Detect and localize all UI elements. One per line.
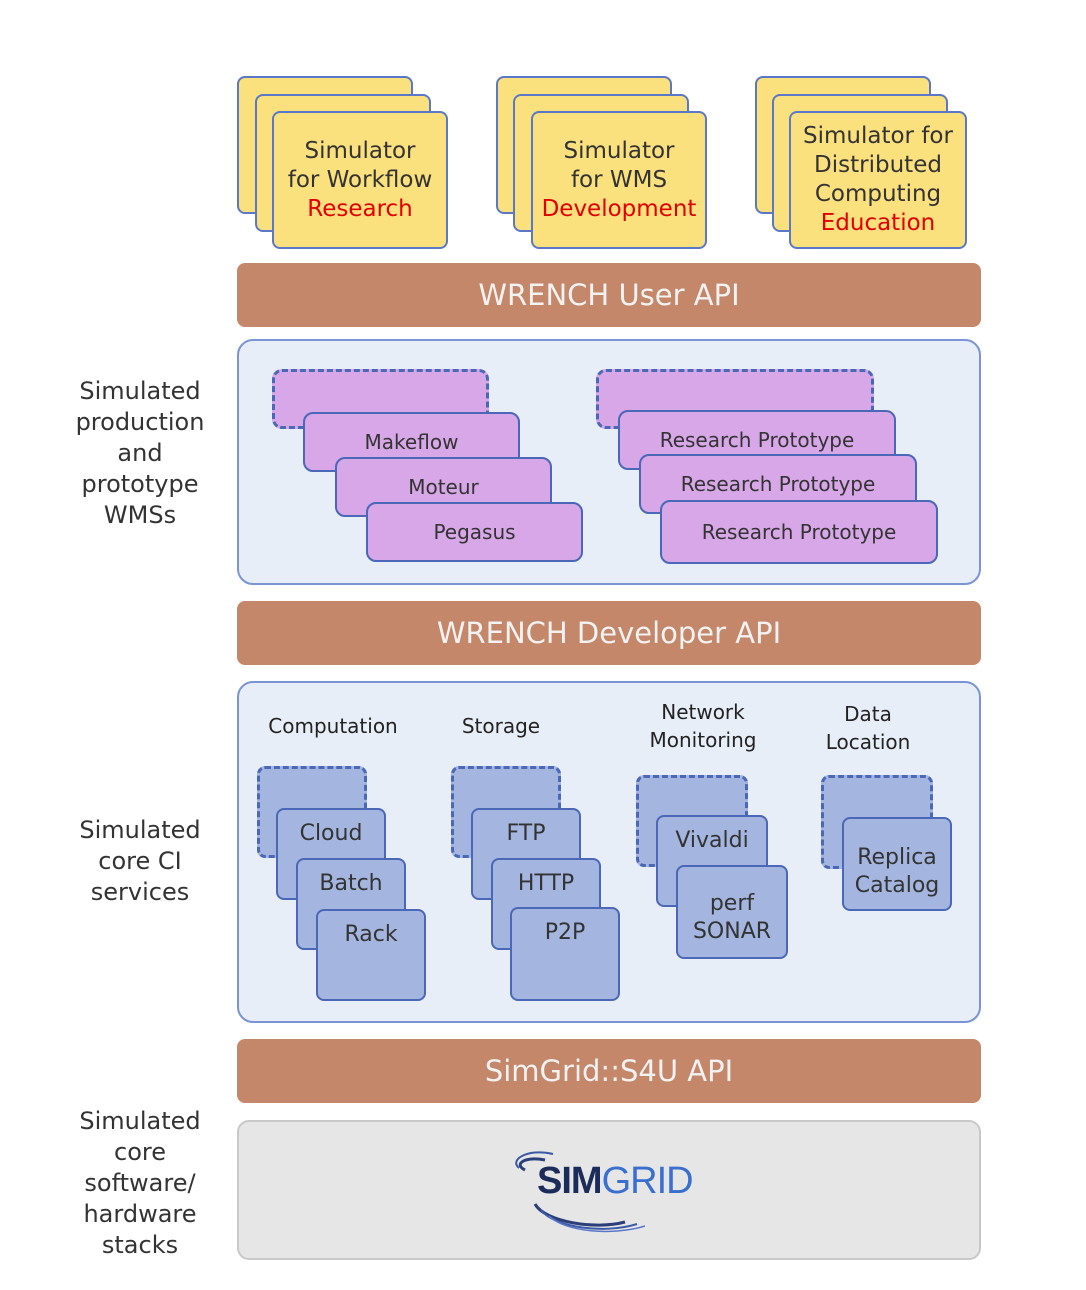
simulator-research: Simulator for Workflow Research [272, 111, 448, 249]
side-label-line: production [75, 408, 205, 436]
service-rack: Rack [316, 909, 426, 1001]
service-label: Catalog [854, 873, 940, 898]
simulator-line: for Workflow [287, 166, 433, 193]
side-label-line: core CI [98, 847, 182, 875]
service-label: Cloud [299, 821, 363, 846]
side-label-line: Simulated [79, 1107, 201, 1135]
simulator-highlight: Research [307, 195, 413, 222]
simulator-line: Simulator for [803, 123, 953, 149]
simulator-line: Computing [814, 181, 942, 207]
wms-label: Research Prototype [680, 472, 876, 496]
side-label-line: hardware [83, 1200, 197, 1228]
wrench-developer-api-bar: WRENCH Developer API [237, 601, 981, 665]
wms-label: Research Prototype [701, 520, 897, 544]
logo-sim: SIM [537, 1160, 603, 1202]
side-label-line: software/ [84, 1169, 196, 1197]
service-p2p: P2P [510, 907, 620, 1001]
service-heading-data-location: Data Location [808, 700, 928, 756]
service-heading-computation: Computation [253, 712, 413, 740]
service-replica-catalog: Replica Catalog [842, 817, 952, 911]
service-label: HTTP [517, 871, 575, 896]
heading-text: Computation [268, 714, 398, 738]
simgrid-logo-text: SIMGRID [537, 1160, 694, 1203]
service-label: Replica [857, 845, 937, 870]
wms-research-prototype: Research Prototype [660, 500, 938, 564]
side-label-line: prototype [81, 470, 199, 498]
side-label-line: and [117, 439, 163, 467]
service-label: Batch [319, 871, 383, 896]
side-label-line: stacks [101, 1231, 179, 1259]
simulator-development: Simulator for WMS Development [531, 111, 707, 249]
service-label: Rack [344, 922, 398, 947]
wms-pegasus: Pegasus [366, 502, 583, 562]
wrench-user-api-bar: WRENCH User API [237, 263, 981, 327]
heading-text: Storage [461, 714, 541, 738]
api-label: SimGrid::S4U API [484, 1054, 734, 1088]
side-label-line: WMSs [103, 501, 177, 529]
service-heading-network: Network Monitoring [628, 698, 778, 754]
service-label: Vivaldi [675, 828, 749, 853]
service-heading-storage: Storage [441, 712, 561, 740]
api-label: WRENCH Developer API [436, 616, 782, 650]
heading-text: Location [825, 730, 911, 754]
simulator-education: Simulator for Distributed Computing Educ… [789, 111, 967, 249]
simulator-line: Simulator [304, 137, 416, 164]
side-label-line: Simulated [79, 816, 201, 844]
wms-label: Pegasus [433, 520, 516, 544]
simulator-highlight: Education [820, 210, 936, 236]
side-label-line: services [90, 878, 190, 906]
heading-text: Monitoring [649, 728, 757, 752]
simgrid-s4u-api-bar: SimGrid::S4U API [237, 1039, 981, 1103]
wms-label: Moteur [408, 475, 479, 499]
simgrid-logo-swoosh [515, 1151, 646, 1233]
logo-grid: GRID [601, 1160, 694, 1202]
simulator-line: Simulator [563, 137, 675, 164]
simulator-highlight: Development [541, 195, 697, 222]
side-label-wms: Simulated production and prototype WMSs [50, 376, 230, 531]
wms-label: Research Prototype [659, 428, 855, 452]
service-label: perf [709, 891, 755, 916]
heading-text: Data [844, 702, 892, 726]
heading-text: Network [661, 700, 745, 724]
service-label: SONAR [692, 919, 772, 944]
core-stack-panel [237, 1120, 981, 1260]
side-label-stack: Simulated core software/ hardware stacks [50, 1106, 230, 1261]
side-label-ci: Simulated core CI services [50, 815, 230, 908]
side-label-line: core [114, 1138, 166, 1166]
service-label: FTP [506, 821, 546, 846]
simulator-line: for WMS [570, 166, 668, 193]
simgrid-logo: SIMGRID [505, 1138, 715, 1238]
service-perfsonar: perf SONAR [676, 865, 788, 959]
simulator-line: Distributed [814, 152, 942, 178]
service-label: P2P [544, 920, 586, 945]
api-label: WRENCH User API [478, 278, 740, 312]
side-label-line: Simulated [79, 377, 201, 405]
wms-label: Makeflow [364, 430, 459, 454]
